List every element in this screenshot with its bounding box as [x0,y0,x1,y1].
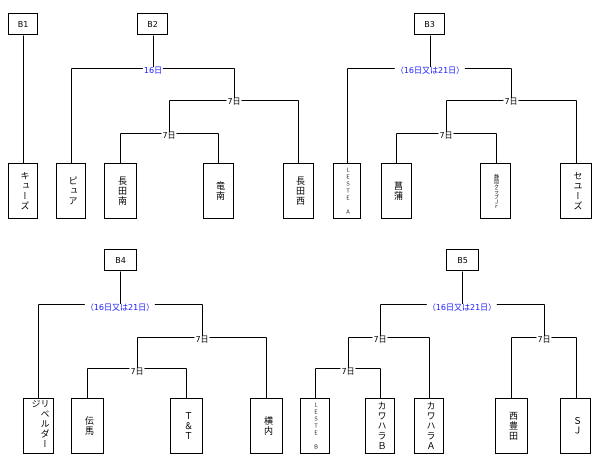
b3-first-round-date: 7日 [438,131,454,140]
block-b2-header: B2 [137,13,168,35]
team-b3-1: ＬＥＳＴＥ Ａ [333,163,361,219]
block-b4-header: B4 [104,249,137,271]
b5-first-round-date: 7日 [340,367,356,376]
team-b3-3: 静岡クラブＪｒ [480,163,511,219]
team-b3-2: 菖蒲 [381,163,412,219]
team-b2-4: 長田西 [283,163,314,219]
b2-semi-date: 7日 [226,97,242,106]
b4-first-round-date: 7日 [129,367,145,376]
b2-final-date: 16日 [142,66,164,75]
team-b2-3: 竜南 [203,163,234,219]
team-b1-1: キューズ [8,163,38,219]
team-b5-1: ＬＥＳＴＥ Ｂ [300,398,330,454]
team-b2-2: 長田南 [104,163,137,219]
b4-final-date: （16日又は21日） [84,303,156,312]
b4-semi-date: 7日 [194,335,210,344]
team-b4-1: リベルダージ [23,398,54,454]
block-b3-header: B3 [414,13,445,35]
team-b5-4: 西豊田 [495,398,528,454]
team-b5-3: カワハラＡ [414,398,444,454]
team-b2-1: ピュア [56,163,86,219]
team-b5-5: ＳＪ [560,398,591,454]
team-b5-2: カワハラＢ [365,398,395,454]
b5-final-date: （16日又は21日） [426,303,498,312]
team-b3-4: セユーズ [560,163,592,219]
b5-left-semi-date: 7日 [372,335,388,344]
block-b5-header: B5 [446,249,479,271]
b3-final-date: （16日又は21日） [394,66,466,75]
b2-first-round-date: 7日 [161,131,177,140]
team-b4-2: 伝馬 [71,398,104,454]
block-b1-header: B1 [8,13,38,35]
b5-right-semi-date: 7日 [536,335,552,344]
team-b4-3: Ｔ＆Ｔ [170,398,203,454]
b3-semi-date: 7日 [503,97,519,106]
team-b4-4: 横内 [250,398,283,454]
